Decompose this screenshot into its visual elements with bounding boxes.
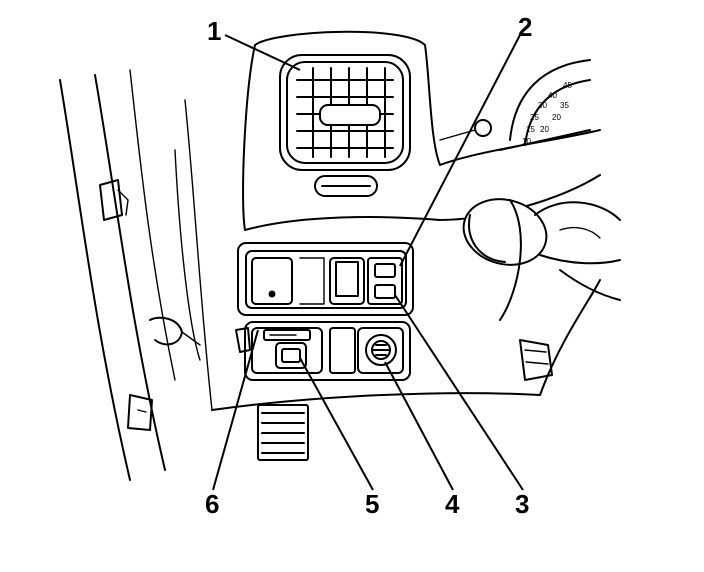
gauge-tick: 40 [548, 91, 557, 100]
air-vent [279, 54, 411, 197]
gauge-tick: 20 [552, 113, 561, 122]
pedal [257, 404, 309, 461]
callout-labels: 1 2 3 4 5 6 [205, 12, 532, 519]
gauge-tick: 15 [526, 125, 535, 134]
upper-switch-bezel [237, 242, 414, 316]
gauge-cluster: 45 40 30 35 25 20 15 20 10 [439, 59, 591, 151]
hand-with-knob [462, 198, 621, 301]
gauge-tick: 20 [540, 125, 549, 134]
dashboard-upper-panel [184, 30, 601, 411]
lower-switch-bezel [235, 321, 411, 381]
gauge-tick: 30 [538, 101, 547, 110]
callout-3: 3 [515, 489, 529, 519]
right-trim [499, 199, 553, 381]
gauge-tick: 35 [560, 101, 569, 110]
callout-5: 5 [365, 489, 379, 519]
callout-2: 2 [518, 12, 532, 42]
gauge-tick: 25 [530, 113, 539, 122]
leader-lines [212, 34, 524, 491]
callout-1: 1 [207, 16, 221, 46]
callout-6: 6 [205, 489, 219, 519]
gauge-tick: 10 [522, 137, 531, 146]
door-frame [59, 69, 201, 481]
gauge-tick: 45 [563, 81, 572, 90]
callout-4: 4 [445, 489, 460, 519]
vent-louvers [296, 67, 394, 158]
